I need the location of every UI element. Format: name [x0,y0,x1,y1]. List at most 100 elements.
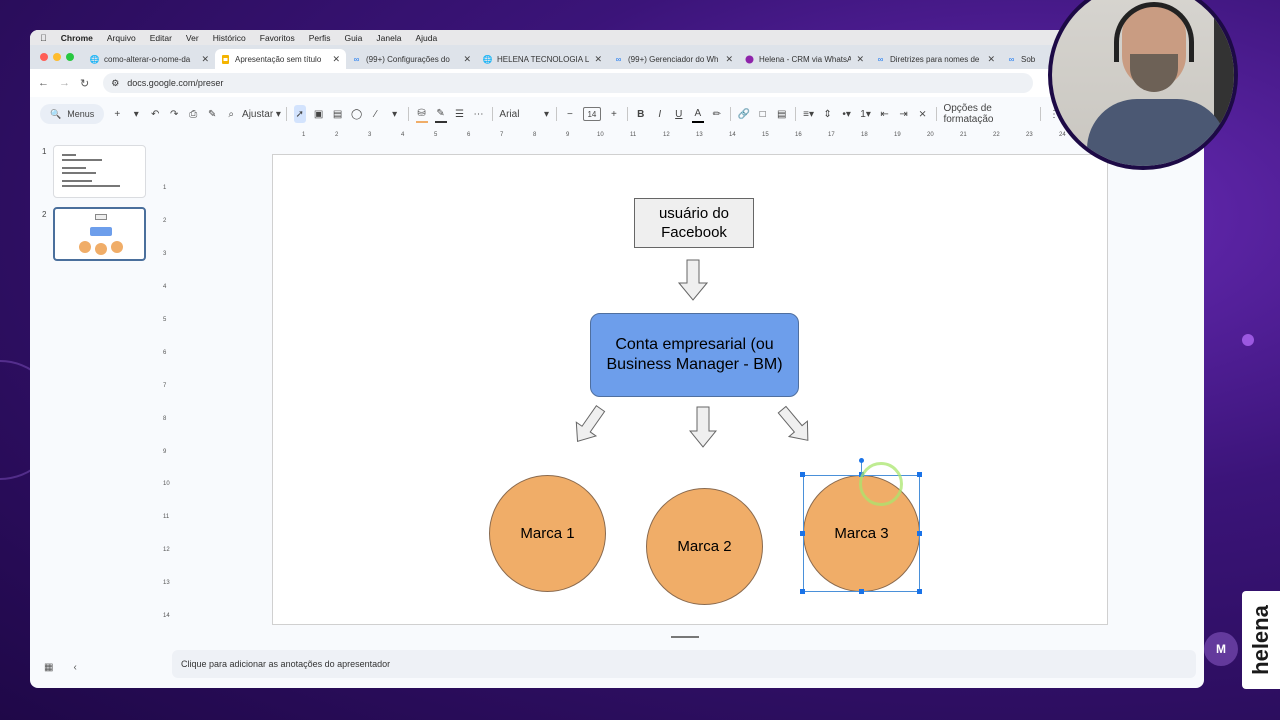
text-box-icon[interactable]: ▣ [313,108,324,120]
chevron-down-icon[interactable]: ▾ [392,108,398,120]
bold-icon[interactable]: B [637,108,645,120]
brand-circle-2[interactable]: Marca 2 [646,488,763,605]
italic-icon[interactable]: I [658,108,662,120]
close-tab-icon[interactable]: ✕ [594,53,602,64]
numbered-list-icon[interactable]: 1▾ [860,108,871,120]
close-tab-icon[interactable]: ✕ [987,53,995,64]
line-spacing-icon[interactable]: ⇕ [823,108,832,120]
close-tab-icon[interactable]: ✕ [856,53,864,64]
highlight-icon[interactable]: ✏ [712,108,721,120]
image-icon[interactable]: ▤ [332,108,343,120]
minimize-window-button[interactable] [53,53,61,61]
menubar-item[interactable]: Ver [179,32,199,43]
menubar-item[interactable]: Ajuda [408,32,437,43]
redo-icon[interactable]: ↷ [170,108,179,120]
apple-icon[interactable]:  [40,33,47,43]
clear-format-icon[interactable]: ⨯ [918,108,927,120]
font-dropdown[interactable]: Arial▾ [499,108,550,120]
bulleted-list-icon[interactable]: •▾ [842,108,851,120]
select-cursor-icon[interactable]: ➚ [293,105,306,123]
menubar-item[interactable]: Histórico [205,32,246,43]
down-arrow-icon[interactable] [689,406,717,448]
zoom-icon[interactable]: ⌕ [228,108,235,120]
image-insert-icon[interactable]: ▤ [776,108,787,120]
browser-tab[interactable]: ∞ Sobre [1001,49,1041,69]
browser-tab[interactable]: 🌐 como-alterar-o-nome-da ✕ [84,49,215,69]
browser-tab-active[interactable]: Apresentação sem título ✕ [215,49,346,69]
menubar-item[interactable]: Editar [142,32,172,43]
browser-tab[interactable]: ∞ (99+) Gerenciador do Wh ✕ [608,49,739,69]
paint-format-icon[interactable]: ✎ [208,108,217,120]
globe-icon: 🌐 [482,54,493,64]
down-right-arrow-icon[interactable] [775,404,815,446]
close-tab-icon[interactable]: ✕ [725,53,733,64]
collapse-panel-icon[interactable]: ‹ [73,662,77,673]
grid-view-icon[interactable]: ▦ [44,662,54,673]
menus-search[interactable]: 🔍 Menus [40,104,105,124]
forward-icon[interactable]: → [59,77,70,89]
resize-handle[interactable] [917,531,922,536]
slides-toolbar: 🔍 Menus + ▾ ↶ ↷ ⎙ ✎ ⌕ Ajustar ▾ ➚ ▣ ▤ ◯ … [40,102,1060,126]
shape-icon[interactable]: ◯ [351,108,363,120]
notes-resize-handle[interactable] [671,636,699,638]
underline-icon[interactable]: U [675,108,683,120]
brand-circle-1[interactable]: Marca 1 [489,475,606,592]
maximize-window-button[interactable] [66,53,74,61]
format-options-button[interactable]: Opções de formatação [943,103,994,125]
rotate-handle[interactable] [859,458,864,463]
menubar-item[interactable]: Favoritos [253,32,295,43]
align-icon[interactable]: ≡▾ [803,108,814,120]
decrease-indent-icon[interactable]: ⇤ [880,108,889,120]
menubar-app[interactable]: Chrome [54,32,93,43]
text-color-icon[interactable]: A [691,105,704,123]
menubar-item[interactable]: Janela [369,32,401,43]
undo-icon[interactable]: ↶ [151,108,160,120]
down-arrow-icon[interactable] [678,259,708,301]
brand-label: Marca 3 [834,525,889,542]
browser-tab[interactable]: ∞ Diretrizes para nomes de ✕ [870,49,1001,69]
new-slide-icon[interactable]: + [114,108,121,120]
user-box[interactable]: usuário do Facebook [634,198,754,248]
menubar-item[interactable]: Arquivo [100,32,136,43]
border-dash-icon[interactable]: ⋯ [473,108,484,120]
back-icon[interactable]: ← [38,77,49,89]
line-icon[interactable]: ∕ [374,108,377,120]
resize-handle[interactable] [800,531,805,536]
slide-thumbnail-2[interactable] [53,207,146,261]
resize-handle[interactable] [800,589,805,594]
speaker-notes[interactable]: Clique para adicionar as anotações do ap… [172,650,1196,678]
border-color-icon[interactable]: ✎ [434,105,447,123]
resize-handle[interactable] [800,472,805,477]
menubar-item[interactable]: Perfis [301,32,331,43]
down-left-arrow-icon[interactable] [571,404,607,446]
close-tab-icon[interactable]: ✕ [201,53,209,64]
zoom-dropdown[interactable]: Ajustar ▾ [242,108,281,120]
business-manager-box[interactable]: Conta empresarial (ou Business Manager -… [590,313,799,397]
url-field[interactable]: ⚙ docs.google.com/preser [103,73,1034,93]
print-icon[interactable]: ⎙ [189,108,198,120]
font-size-input[interactable]: 14 [582,107,601,121]
browser-tab[interactable]: Helena - CRM via WhatsA ✕ [739,49,870,69]
browser-tab[interactable]: ∞ (99+) Configurações do ✕ [346,49,477,69]
close-window-button[interactable] [40,53,48,61]
slide-thumbnail-1[interactable] [53,145,146,198]
close-tab-icon[interactable]: ✕ [332,53,340,64]
menubar-item[interactable]: Guia [337,32,362,43]
reload-icon[interactable]: ↻ [80,77,90,90]
decrease-font-icon[interactable]: − [567,108,573,120]
comment-icon[interactable]: □ [759,108,766,120]
resize-handle[interactable] [917,472,922,477]
horizontal-ruler: 1 2 3 4 5 6 7 8 9 10 11 12 13 14 15 16 1… [302,132,1099,138]
link-icon[interactable]: 🔗 [737,108,750,120]
browser-tab[interactable]: 🌐 HELENA TECNOLOGIA LT ✕ [477,49,608,69]
increase-indent-icon[interactable]: ⇥ [899,108,908,120]
slide-canvas[interactable]: usuário do Facebook Conta empresarial (o… [272,154,1108,625]
increase-font-icon[interactable]: + [610,108,617,120]
border-weight-icon[interactable]: ☰ [455,108,465,120]
close-tab-icon[interactable]: ✕ [463,53,471,64]
resize-handle[interactable] [917,589,922,594]
site-info-icon[interactable]: ⚙ [111,77,120,88]
chevron-down-icon[interactable]: ▾ [133,108,139,120]
resize-handle[interactable] [859,589,864,594]
fill-color-icon[interactable]: ⛁ [415,105,428,123]
